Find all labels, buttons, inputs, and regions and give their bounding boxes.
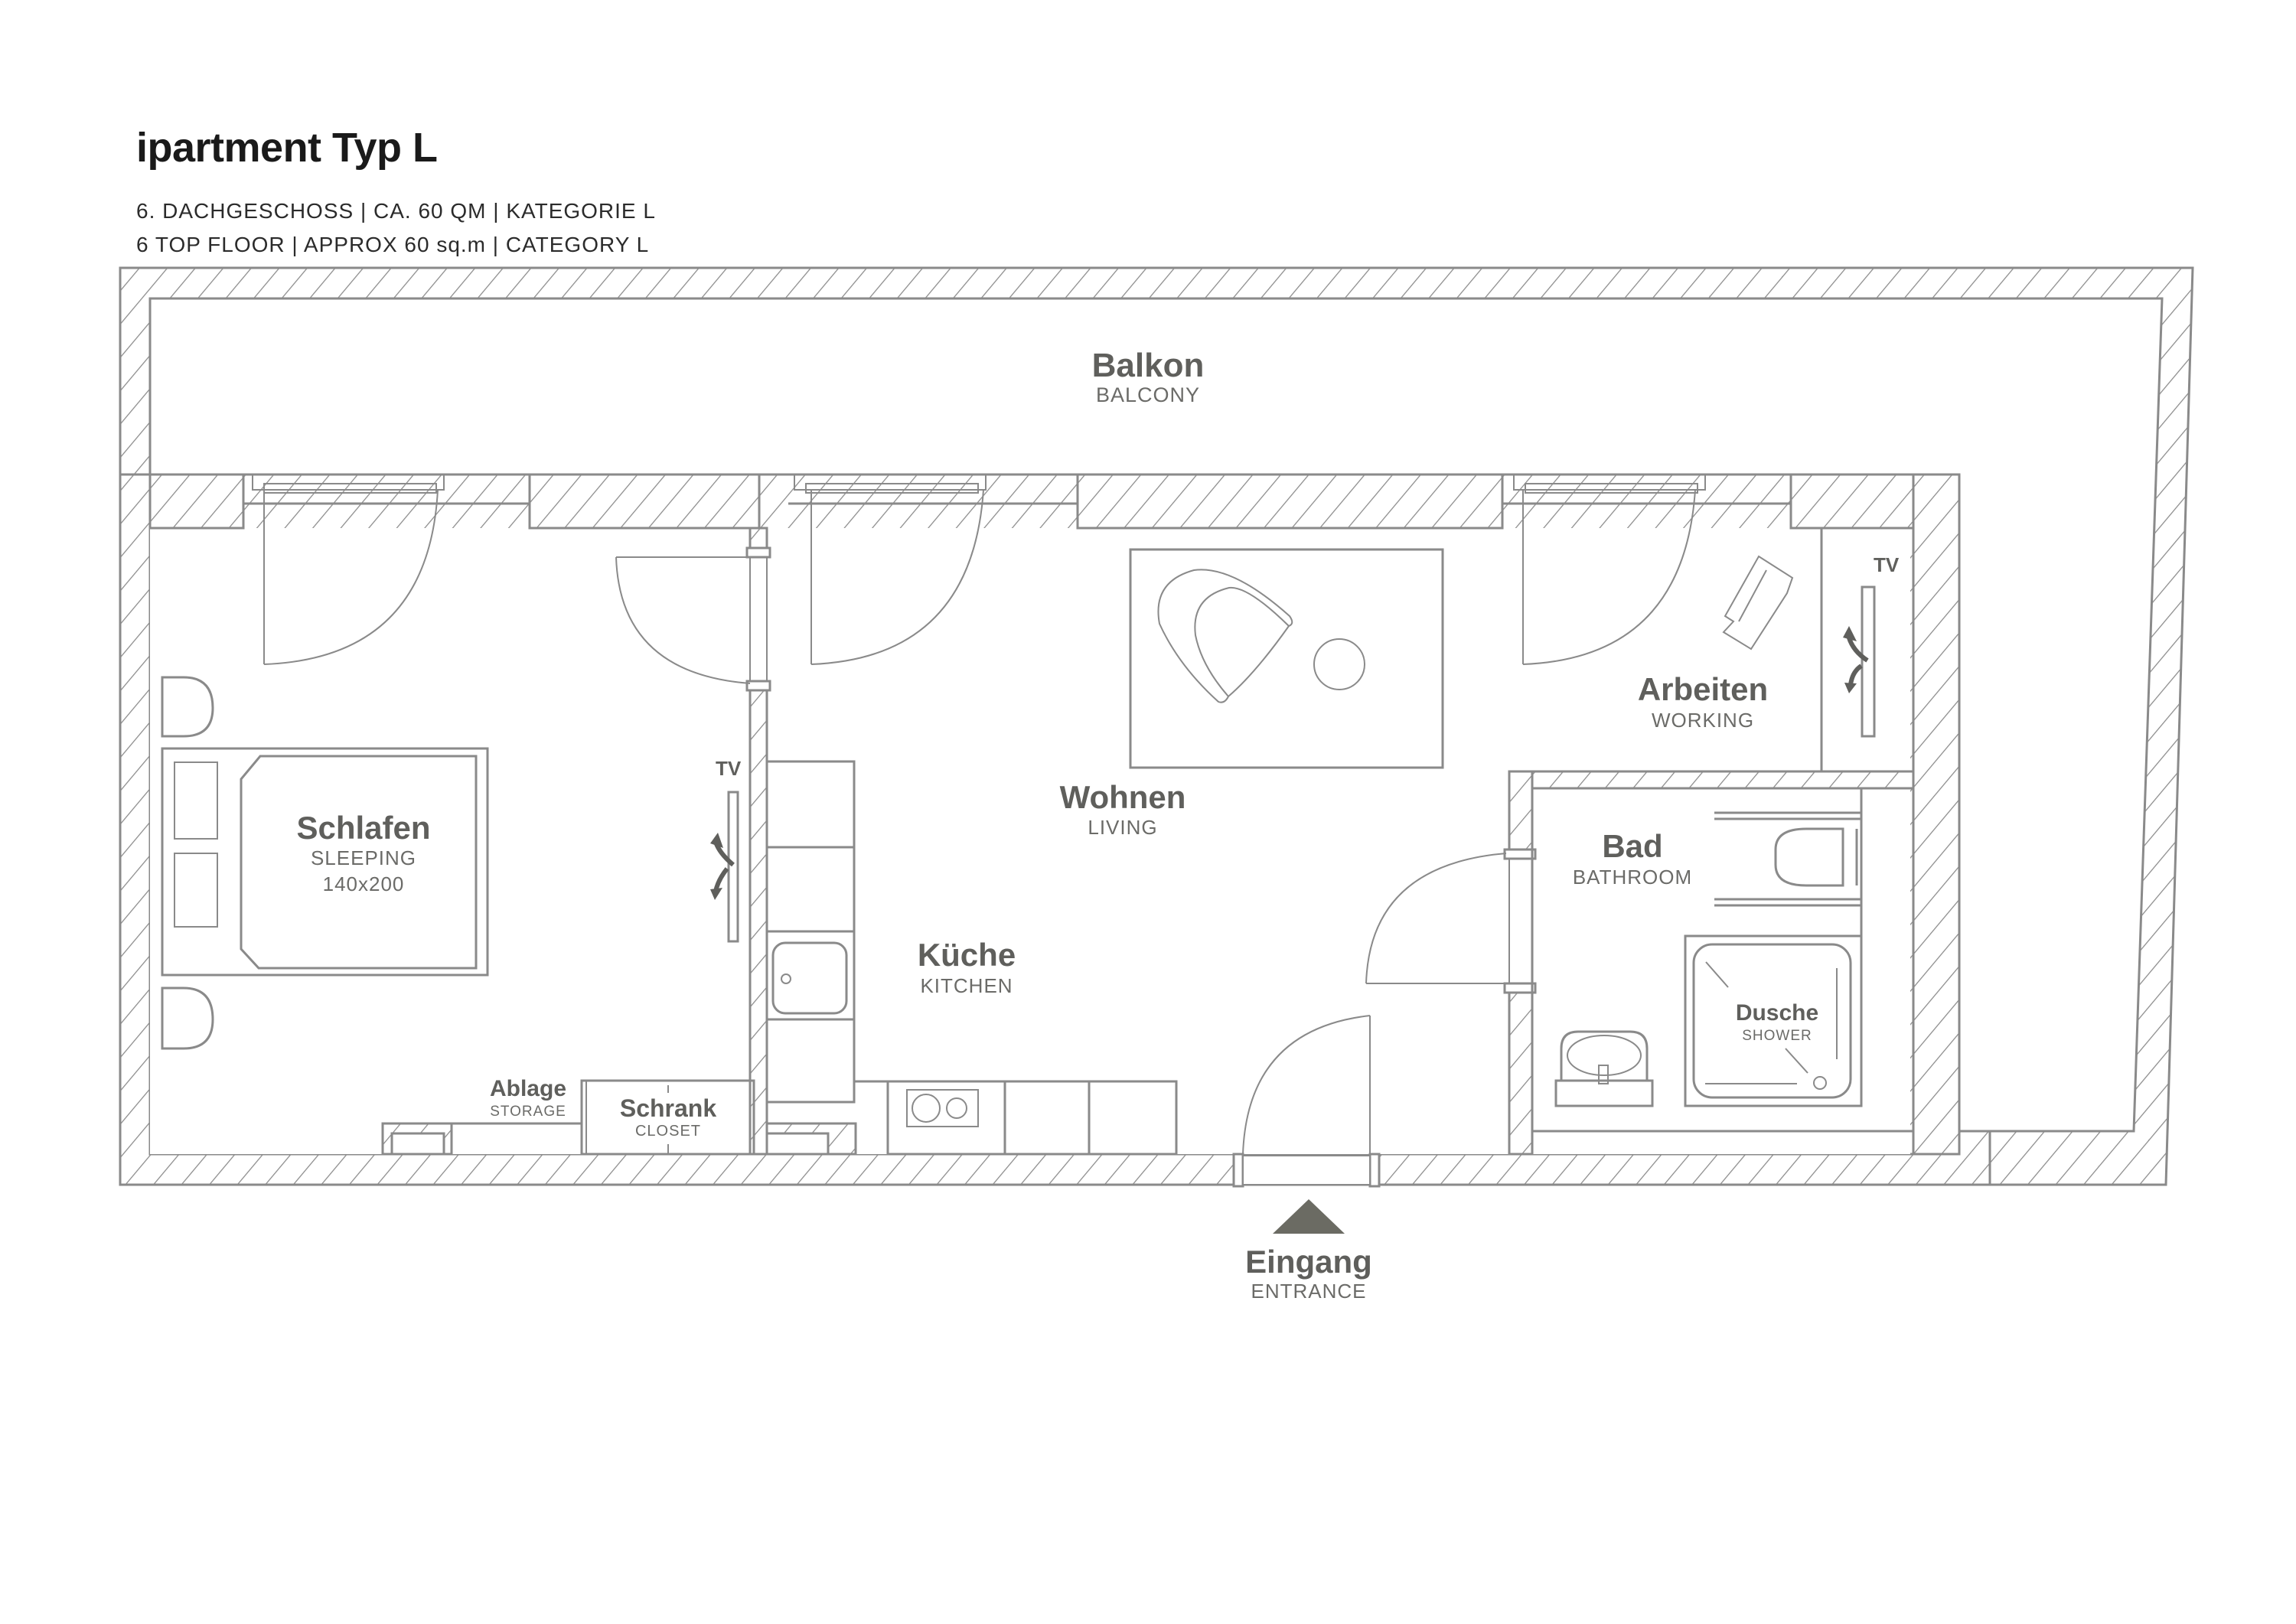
closet xyxy=(580,1079,755,1156)
svg-text:KITCHEN: KITCHEN xyxy=(920,974,1013,997)
svg-text:Dusche: Dusche xyxy=(1736,1000,1818,1026)
right-apartment-wall xyxy=(1912,473,1961,1156)
svg-text:LIVING: LIVING xyxy=(1088,816,1157,839)
apartment-interior xyxy=(150,528,1910,1154)
bed xyxy=(161,747,489,977)
svg-text:BATHROOM: BATHROOM xyxy=(1573,866,1692,889)
label-shower: Dusche SHOWER xyxy=(1736,1000,1818,1044)
svg-text:Schrank: Schrank xyxy=(620,1094,716,1122)
bathroom-door[interactable] xyxy=(1365,853,1509,984)
svg-text:STORAGE: STORAGE xyxy=(490,1104,566,1120)
radiator-kitchen xyxy=(765,1132,830,1156)
svg-text:SHOWER: SHOWER xyxy=(1742,1028,1812,1044)
entrance-arrow-icon xyxy=(1273,1199,1345,1234)
svg-text:Ablage: Ablage xyxy=(490,1076,566,1101)
balcony-door-working[interactable] xyxy=(1513,474,1706,665)
svg-text:140x200: 140x200 xyxy=(323,872,405,895)
label-living: Wohnen LIVING xyxy=(1060,779,1186,839)
tv-label-bedroom: TV xyxy=(716,757,742,780)
shower xyxy=(1684,934,1863,1107)
svg-text:WORKING: WORKING xyxy=(1652,709,1754,732)
svg-text:Eingang: Eingang xyxy=(1245,1244,1372,1280)
balcony-door-bedroom[interactable] xyxy=(252,474,445,665)
tv-bedroom xyxy=(710,791,739,943)
washbasin xyxy=(1554,1030,1654,1107)
tv-label-working: TV xyxy=(1874,553,1900,576)
svg-text:SLEEPING: SLEEPING xyxy=(311,846,416,869)
kitchen-sink xyxy=(771,941,848,1015)
nightstand-bottom xyxy=(161,986,214,1050)
label-working: Arbeiten WORKING xyxy=(1638,671,1768,732)
living-rug xyxy=(1129,548,1444,769)
svg-text:BALCONY: BALCONY xyxy=(1096,383,1200,406)
kitchen-counter-bottom xyxy=(886,1080,1178,1156)
label-storage: Ablage STORAGE xyxy=(490,1076,566,1120)
entrance-door[interactable] xyxy=(1232,1015,1381,1188)
svg-text:Balkon: Balkon xyxy=(1092,347,1205,384)
label-balcony: Balkon BALCONY xyxy=(1092,347,1205,406)
svg-text:Bad: Bad xyxy=(1602,828,1662,864)
bathroom-interior xyxy=(1531,787,1915,1133)
label-bathroom: Bad BATHROOM xyxy=(1573,828,1692,889)
bedroom-door[interactable] xyxy=(615,556,751,684)
subtitle-german: 6. DACHGESCHOSS | CA. 60 QM | KATEGORIE … xyxy=(136,199,656,223)
subtitle-english: 6 TOP FLOOR | APPROX 60 sq.m | CATEGORY … xyxy=(136,233,650,256)
working-chair xyxy=(1722,555,1794,651)
label-kitchen: Küche KITCHEN xyxy=(918,937,1016,997)
svg-text:CLOSET: CLOSET xyxy=(635,1123,701,1140)
kitchen-counter-left xyxy=(765,760,856,1104)
svg-text:Arbeiten: Arbeiten xyxy=(1638,671,1768,707)
svg-text:Schlafen: Schlafen xyxy=(296,810,430,846)
plan-header: ipartment Typ L 6. DACHGESCHOSS | CA. 60… xyxy=(136,121,656,262)
label-closet: Schrank CLOSET xyxy=(620,1094,716,1140)
tv-working xyxy=(1843,585,1876,738)
balcony-partition-walls xyxy=(148,473,1915,530)
svg-text:Küche: Küche xyxy=(918,937,1016,973)
radiator-bedroom xyxy=(390,1132,445,1156)
balcony-door-living[interactable] xyxy=(794,474,987,665)
nightstand-top xyxy=(161,676,214,738)
label-sleeping: Schlafen SLEEPING 140x200 xyxy=(296,810,430,895)
svg-text:Wohnen: Wohnen xyxy=(1060,779,1186,815)
page-title: ipartment Typ L xyxy=(136,125,438,171)
label-entrance: Eingang ENTRANCE xyxy=(1245,1244,1372,1303)
cooktop xyxy=(906,1089,979,1127)
svg-text:ENTRANCE: ENTRANCE xyxy=(1251,1280,1366,1303)
